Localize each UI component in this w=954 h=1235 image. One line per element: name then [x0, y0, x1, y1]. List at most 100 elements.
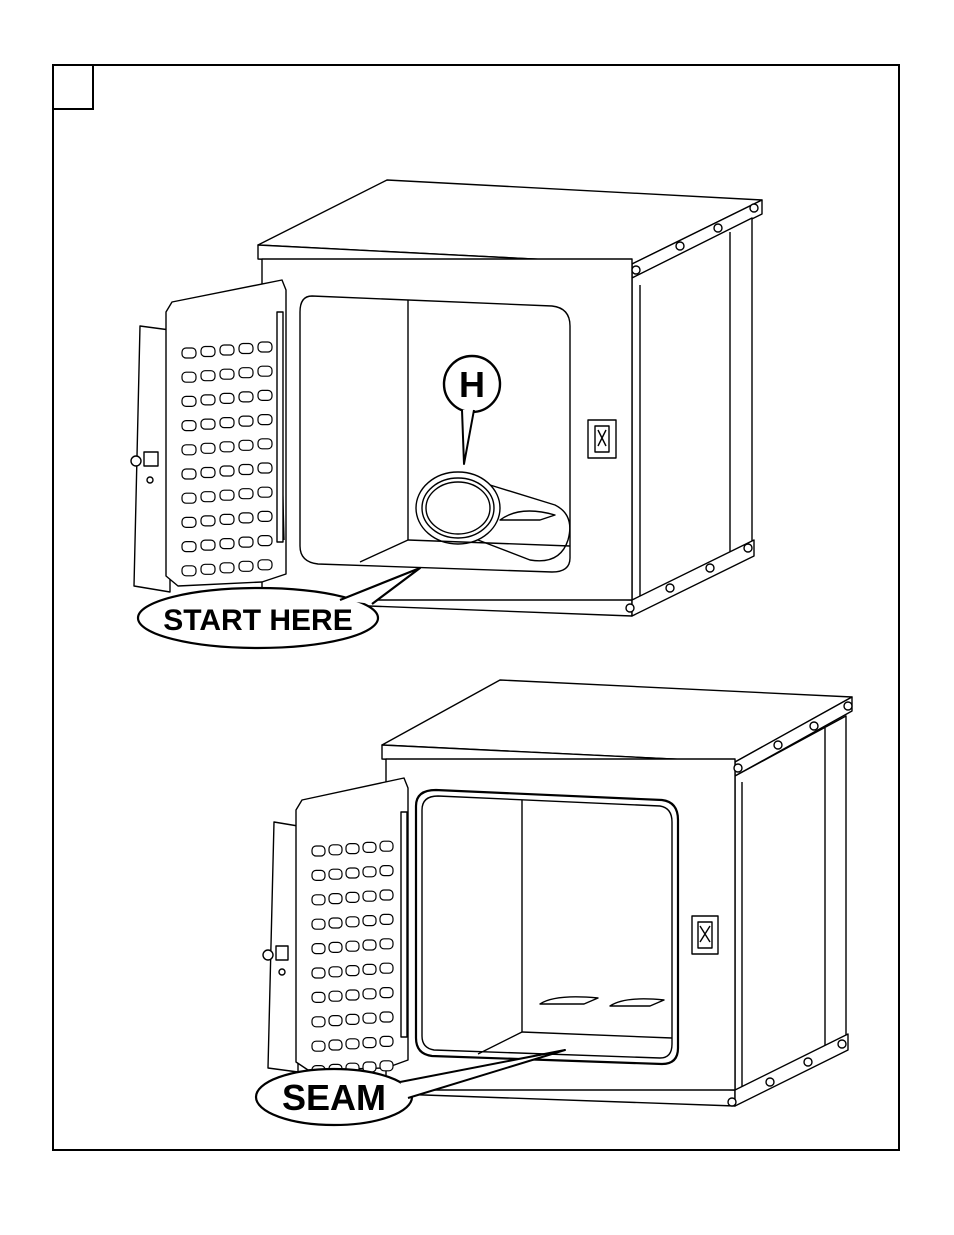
vent-slot — [346, 844, 359, 854]
vent-slot — [363, 1013, 376, 1023]
vent-slot — [239, 416, 253, 426]
vent-slot — [239, 392, 253, 402]
vent-slot — [182, 445, 196, 455]
vent-slot — [201, 492, 215, 502]
vent-slot — [312, 846, 325, 856]
vent-slot — [201, 347, 215, 357]
vent-slot — [239, 440, 253, 450]
vent-slot — [312, 870, 325, 880]
vent-slot — [239, 489, 253, 499]
vent-slot — [312, 895, 325, 905]
vent-slot — [380, 1036, 393, 1046]
vent-slot — [220, 369, 234, 379]
vent-slot — [312, 1041, 325, 1051]
vent-slot — [239, 368, 253, 378]
vent-slot — [182, 517, 196, 527]
vent-slot — [258, 415, 272, 425]
vent-slot — [220, 418, 234, 428]
vent-slot — [329, 991, 342, 1001]
vent-slot — [182, 421, 196, 431]
vent-slot — [182, 493, 196, 503]
vent-slot — [329, 967, 342, 977]
vent-slot — [329, 942, 342, 952]
vent-slot — [380, 890, 393, 900]
vent-slot — [329, 1016, 342, 1026]
vent-slot — [380, 939, 393, 949]
vent-slot — [329, 1040, 342, 1050]
vent-slot — [312, 992, 325, 1002]
vent-slot — [258, 366, 272, 376]
vent-slot — [239, 537, 253, 547]
vent-slot — [220, 490, 234, 500]
vent-slot — [346, 941, 359, 951]
vent-slot — [329, 845, 342, 855]
vent-slot — [329, 869, 342, 879]
vent-slot — [182, 396, 196, 406]
vent-slot — [346, 892, 359, 902]
vent-slot — [258, 342, 272, 352]
hinge-icon — [277, 312, 283, 542]
vent-slot — [363, 989, 376, 999]
part-h-letter: H — [459, 364, 485, 405]
vent-slot — [258, 511, 272, 521]
vent-slot — [220, 466, 234, 476]
vent-slot — [201, 540, 215, 550]
vent-slot — [380, 1061, 393, 1071]
latch-icon — [692, 916, 718, 954]
vent-slot — [346, 917, 359, 927]
vent-slot — [201, 419, 215, 429]
vent-slot — [182, 542, 196, 552]
vent-slot — [380, 988, 393, 998]
vent-slot — [258, 439, 272, 449]
vent-slot — [201, 371, 215, 381]
vent-slot — [239, 465, 253, 475]
vent-slot — [380, 914, 393, 924]
vent-slot — [182, 469, 196, 479]
vent-slot — [329, 894, 342, 904]
vent-slot — [312, 1017, 325, 1027]
vent-slot — [220, 539, 234, 549]
vent-grille-door — [263, 778, 408, 1076]
vent-slot — [346, 1014, 359, 1024]
vent-slot — [363, 842, 376, 852]
hinge-icon — [401, 812, 407, 1037]
vent-slot — [363, 891, 376, 901]
vent-slot — [329, 918, 342, 928]
vent-slot — [220, 393, 234, 403]
vent-slot — [312, 919, 325, 929]
vent-slot — [239, 344, 253, 354]
vent-slot — [346, 1039, 359, 1049]
vent-slot — [201, 468, 215, 478]
vent-slot — [346, 868, 359, 878]
latch-icon — [588, 420, 616, 458]
vent-slot — [380, 866, 393, 876]
start-here-label: START HERE — [163, 604, 352, 637]
vent-slot — [363, 867, 376, 877]
vent-slot — [258, 536, 272, 546]
vent-slot — [258, 487, 272, 497]
vent-slot — [258, 560, 272, 570]
vent-slot — [220, 345, 234, 355]
vent-slot — [220, 442, 234, 452]
vent-slot — [258, 390, 272, 400]
vent-slot — [220, 563, 234, 573]
vent-slot — [201, 564, 215, 574]
bottom-cabinet-illustration — [263, 680, 852, 1106]
vent-slot — [380, 963, 393, 973]
vent-slot — [182, 348, 196, 358]
vent-slot — [258, 463, 272, 473]
vent-slot — [220, 514, 234, 524]
vent-slot — [363, 916, 376, 926]
vent-slot — [346, 966, 359, 976]
vent-slot — [312, 968, 325, 978]
vent-grille-door — [131, 280, 286, 592]
vent-slot — [239, 513, 253, 523]
vent-slot — [363, 964, 376, 974]
vent-slot — [346, 990, 359, 1000]
vent-slot — [363, 1038, 376, 1048]
vent-slot — [201, 443, 215, 453]
vent-slot — [201, 516, 215, 526]
seam-label: SEAM — [282, 1077, 386, 1118]
vent-slot — [380, 841, 393, 851]
